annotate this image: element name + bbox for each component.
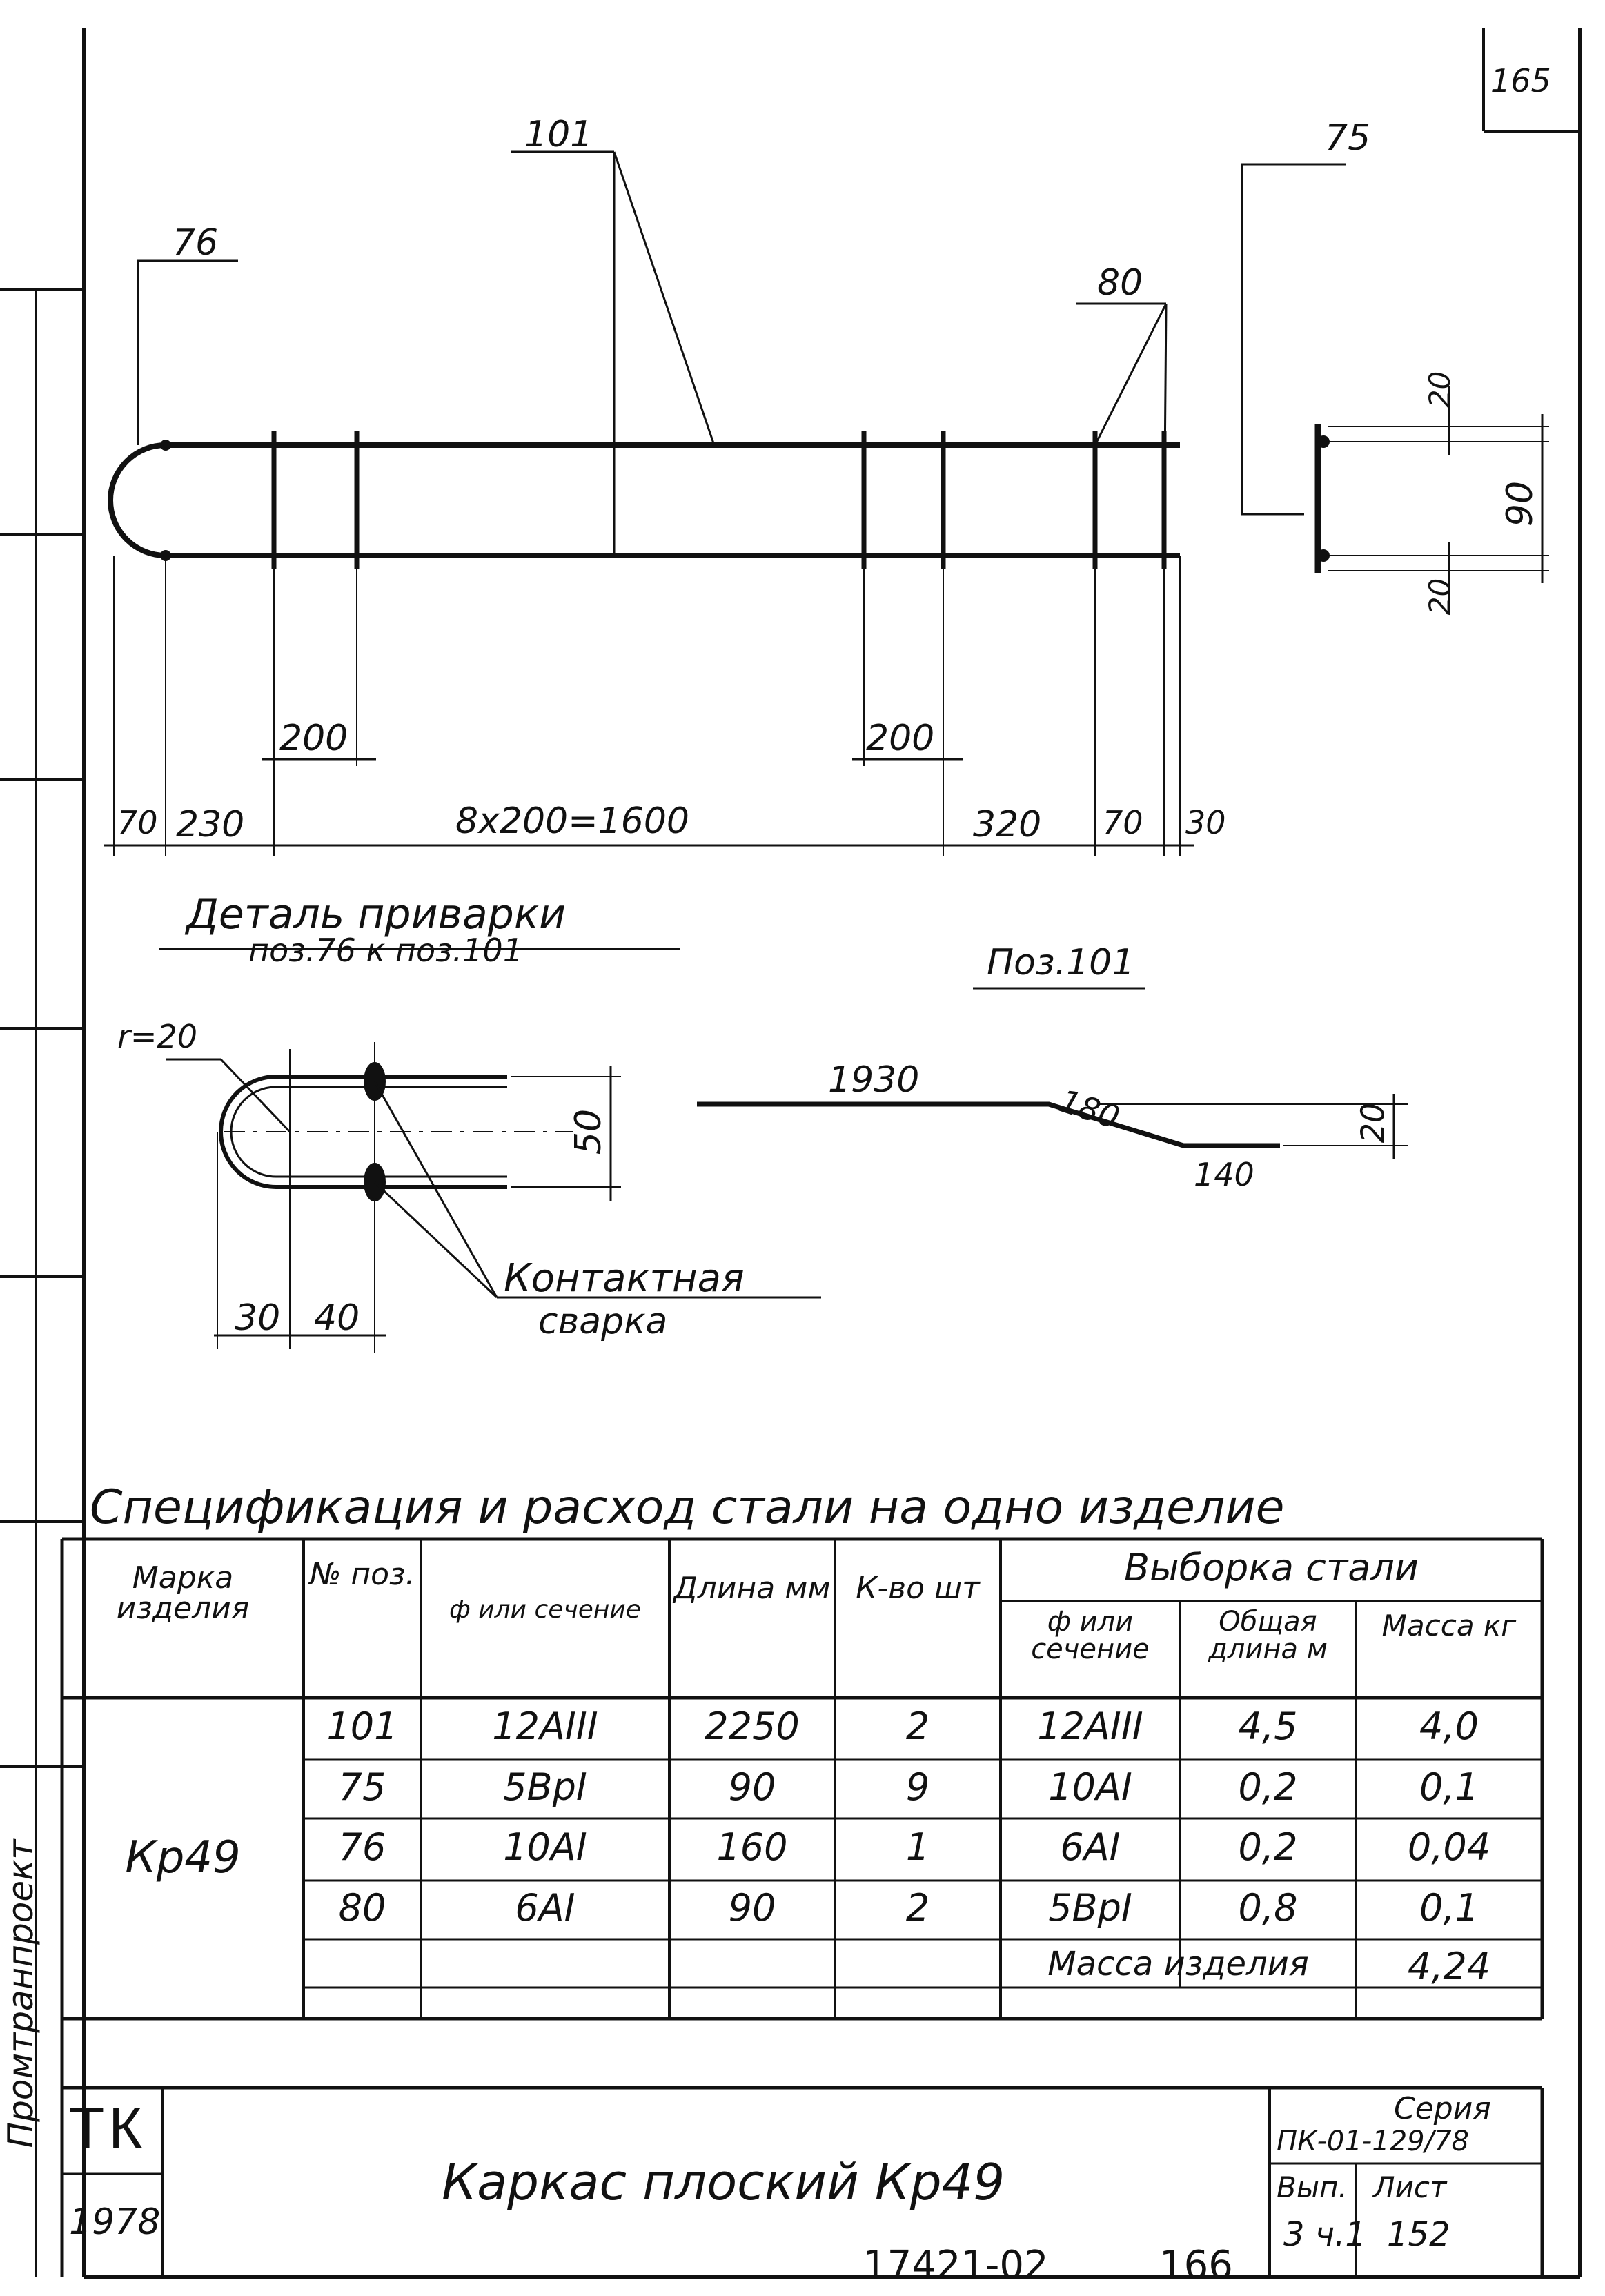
row1-sel-section: 12АIII	[1037, 1705, 1143, 1748]
row2-sel-section: 10АI	[1048, 1765, 1132, 1809]
row4-section: 6АI	[515, 1886, 575, 1930]
row3-sel-length: 0,2	[1238, 1825, 1298, 1869]
row3-section: 10АI	[503, 1825, 587, 1869]
row1-length: 2250	[705, 1705, 800, 1748]
header-sel-mass: Масса кг	[1381, 1609, 1517, 1642]
callout-76: 76	[173, 222, 219, 264]
row1-sel-length: 4,5	[1238, 1705, 1298, 1748]
row1-pos: 101	[326, 1705, 398, 1748]
footer-code: 17421-02	[863, 2243, 1049, 2288]
header-section: ф или сечение	[449, 1596, 641, 1624]
weld-dim-30: 30	[235, 1297, 281, 1339]
row3-length: 160	[716, 1825, 788, 1869]
row4-sel-mass: 0,1	[1419, 1886, 1479, 1930]
sheet-number: 165	[1490, 62, 1551, 99]
row1-qty: 2	[905, 1705, 930, 1748]
weld-dim-40: 40	[314, 1297, 360, 1339]
dim-side-90: 90	[1499, 480, 1542, 527]
sheet-label: Лист	[1373, 2170, 1447, 2204]
row3-sel-mass: 0,04	[1407, 1825, 1491, 1869]
title-block-org: ТК	[69, 2095, 147, 2160]
issue-label: Вып.	[1277, 2170, 1348, 2204]
header-pos: № поз.	[309, 1557, 415, 1592]
pos101-dim-1930: 1930	[828, 1059, 920, 1101]
row2-pos: 75	[338, 1765, 386, 1809]
row4-sel-length: 0,8	[1238, 1886, 1298, 1930]
dim-200-right: 200	[866, 718, 935, 759]
row3-sel-section: 6АI	[1060, 1825, 1121, 1869]
dim-side-20-bottom: 20	[1423, 578, 1457, 616]
header-selection: Выборка стали	[1123, 1546, 1419, 1589]
row1-section: 12АIII	[492, 1705, 598, 1748]
dim-1600: 8x200=1600	[455, 801, 690, 842]
weld-detail-title: Деталь приварки	[186, 890, 567, 939]
row3-qty: 1	[905, 1825, 930, 1869]
footer-page: 166	[1159, 2243, 1233, 2288]
row3-pos: 76	[338, 1825, 386, 1869]
weld-dim-50: 50	[568, 1108, 610, 1155]
pos101-dim-140: 140	[1194, 1156, 1254, 1193]
row4-pos: 80	[338, 1886, 386, 1930]
row2-sel-mass: 0,1	[1419, 1765, 1479, 1809]
spec-title: Спецификация и расход стали на одно изде…	[90, 1480, 1285, 1535]
weld-label-line1: Контактная	[504, 1256, 745, 1301]
sheet-value: 152	[1387, 2215, 1450, 2254]
issue-value: 3 ч.1	[1283, 2215, 1366, 2254]
row2-qty: 9	[905, 1765, 930, 1809]
callout-75: 75	[1325, 117, 1371, 159]
header-sel-total-length: Общая длина м	[1208, 1606, 1328, 1665]
row2-sel-length: 0,2	[1238, 1765, 1298, 1809]
weld-radius-label: r=20	[117, 1018, 197, 1055]
total-label: Масса изделия	[1047, 1945, 1309, 1983]
header-mark: Марка изделия	[116, 1560, 250, 1626]
weld-label-line2: сварка	[538, 1301, 668, 1342]
header-sel-section: ф или сечение	[1031, 1606, 1150, 1665]
dim-70-left: 70	[117, 804, 158, 841]
row2-length: 90	[728, 1765, 776, 1809]
series-value: ПК-01-129/78	[1277, 2126, 1469, 2157]
row1-sel-mass: 4,0	[1419, 1705, 1479, 1748]
dim-320: 320	[973, 804, 1042, 845]
series-label: Серия	[1394, 2091, 1491, 2126]
header-qty: К-во шт	[856, 1571, 980, 1606]
header-length: Длина мм	[673, 1571, 831, 1606]
dim-70-right: 70	[1103, 804, 1143, 841]
title-block-year: 1978	[69, 2201, 161, 2243]
dim-side-20-top: 20	[1423, 371, 1457, 409]
row4-sel-section: 5BpI	[1048, 1886, 1132, 1930]
pos101-dim-20: 20	[1354, 1102, 1392, 1144]
pos101-detail-title: Поз.101	[987, 942, 1135, 983]
row4-qty: 2	[905, 1886, 930, 1930]
dim-200-left: 200	[279, 718, 348, 759]
dim-30: 30	[1185, 804, 1226, 841]
spec-mark: Кр49	[125, 1832, 241, 1883]
dim-230: 230	[176, 804, 245, 845]
callout-80: 80	[1097, 262, 1143, 304]
weld-detail-subtitle: поз.76 к поз.101	[248, 932, 523, 969]
total-value: 4,24	[1407, 1945, 1491, 1988]
title-block-name: Каркас плоский Кр49	[442, 2153, 1005, 2211]
row2-section: 5BpI	[503, 1765, 587, 1809]
margin-stamp: Промтранпроект	[1, 1839, 41, 2148]
row4-length: 90	[728, 1886, 776, 1930]
callout-101: 101	[524, 114, 593, 155]
